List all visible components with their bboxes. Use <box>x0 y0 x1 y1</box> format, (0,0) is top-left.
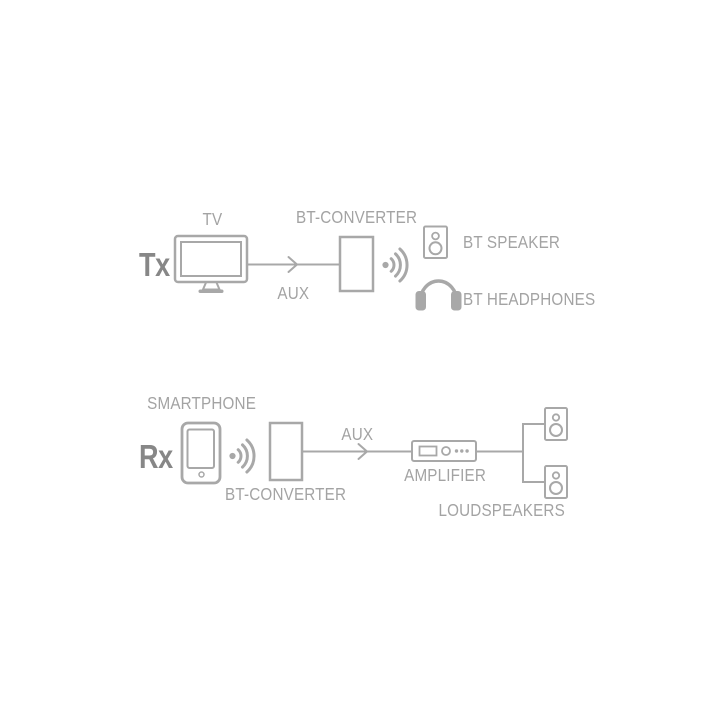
rx-mode-label: Rx <box>139 438 173 475</box>
smartphone-icon <box>180 421 222 485</box>
wireless-waves-icon-rx <box>229 438 256 474</box>
loudspeaker-icon-bottom <box>544 465 568 499</box>
tv-label: TV <box>202 209 222 229</box>
rx-converter-label: BT-CONVERTER <box>225 484 347 504</box>
rx-aux-label: AUX <box>341 424 373 444</box>
wireless-waves-icon-tx <box>382 247 409 283</box>
speaker-split-lines <box>476 423 545 483</box>
bt-headphones-label: BT HEADPHONES <box>463 289 596 309</box>
headphones-icon <box>415 279 462 311</box>
loudspeaker-icon-top <box>544 407 568 441</box>
bt-speaker-label: BT SPEAKER <box>463 232 561 252</box>
smartphone-label: SMARTPHONE <box>147 393 257 413</box>
tx-mode-label: Tx <box>139 246 170 283</box>
arrow-right-icon <box>287 256 298 273</box>
arrow-right-icon <box>357 443 368 460</box>
speaker-icon <box>423 225 448 259</box>
converter-box-tx <box>338 235 375 293</box>
amplifier-label: AMPLIFIER <box>404 465 486 485</box>
tv-icon <box>173 234 249 293</box>
amplifier-icon <box>411 440 477 462</box>
tx-converter-label: BT-CONVERTER <box>296 207 418 227</box>
tx-aux-label: AUX <box>277 283 309 303</box>
loudspeakers-label: LOUDSPEAKERS <box>438 500 566 520</box>
